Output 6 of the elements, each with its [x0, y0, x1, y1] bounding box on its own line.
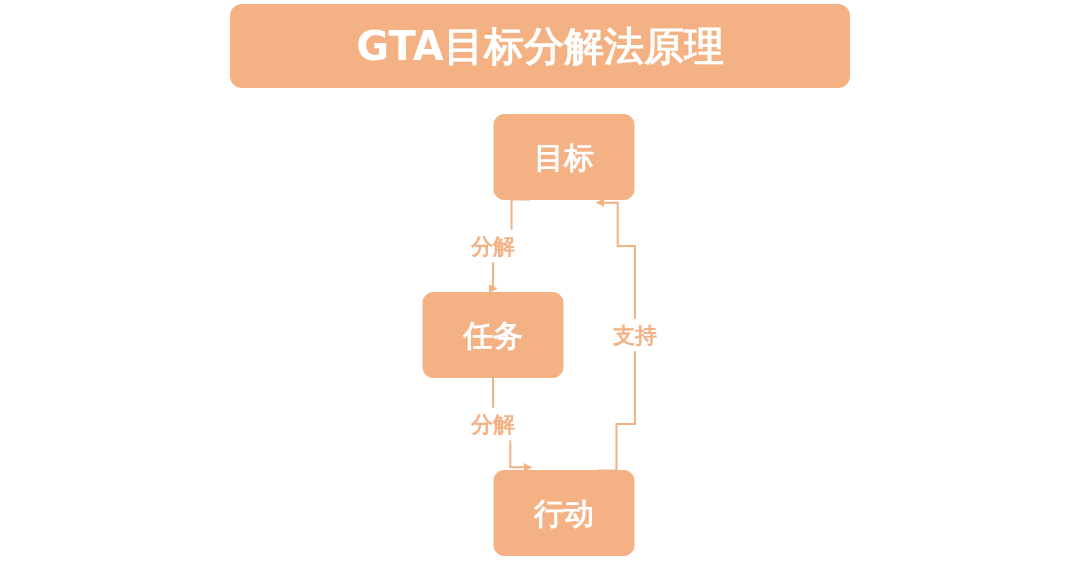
edge-label: 分解 — [471, 233, 515, 259]
node-box: 目标 — [493, 114, 635, 200]
edge-label: 分解 — [471, 411, 515, 437]
node-box: 行动 — [493, 470, 635, 556]
title-banner: GTA目标分解法原理 — [230, 4, 850, 88]
edge-label: 支持 — [613, 322, 657, 348]
